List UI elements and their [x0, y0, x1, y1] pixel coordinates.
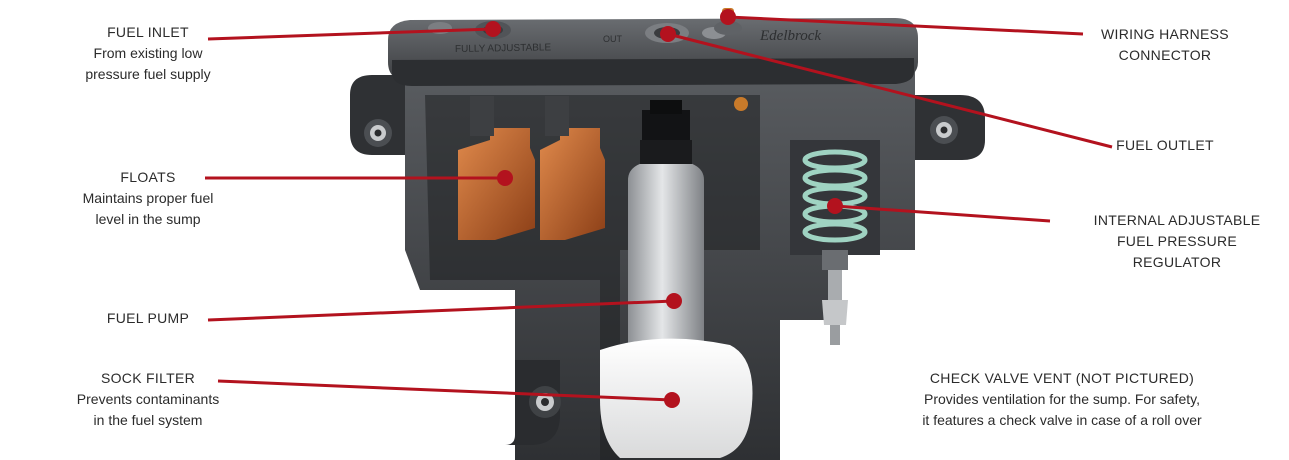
floats-desc-2: level in the sump	[95, 211, 201, 227]
regulator-title-1: INTERNAL ADJUSTABLE	[1093, 212, 1261, 228]
float-left	[458, 96, 535, 240]
callout-dots	[485, 9, 843, 408]
pressure-regulator	[790, 140, 880, 345]
check-valve-desc-1: Provides ventilation for the sump. For s…	[924, 391, 1200, 407]
left-mount-ear	[350, 75, 410, 155]
regulator-title-2: FUEL PRESSURE REGULATOR	[1116, 233, 1238, 270]
fuel-pump-title: FUEL PUMP	[106, 310, 190, 326]
svg-text:FULLY ADJUSTABLE: FULLY ADJUSTABLE	[455, 42, 552, 55]
wiring-harness-title-2: CONNECTOR	[1118, 47, 1212, 63]
fuel-inlet-desc-2: pressure fuel supply	[85, 66, 211, 82]
label-floats: FLOATS Maintains proper fuel level in th…	[50, 167, 246, 230]
fuel-outlet-title: FUEL OUTLET	[1116, 137, 1214, 153]
label-wiring-harness: WIRING HARNESS CONNECTOR	[1085, 24, 1245, 66]
sock-filter-title: SOCK FILTER	[100, 370, 196, 386]
fuel-inlet-desc-1: From existing low	[93, 45, 203, 61]
label-fuel-outlet: FUEL OUTLET	[1105, 135, 1225, 156]
label-fuel-pump: FUEL PUMP	[50, 308, 246, 329]
wiring-harness-title-1: WIRING HARNESS	[1101, 26, 1229, 42]
sock-filter-desc-1: Prevents contaminants	[76, 391, 220, 407]
right-mount-ear	[910, 95, 985, 160]
label-sock-filter: SOCK FILTER Prevents contaminants in the…	[50, 368, 246, 431]
label-regulator: INTERNAL ADJUSTABLE FUEL PRESSURE REGULA…	[1072, 210, 1282, 273]
sock-filter-desc-2: in the fuel system	[93, 412, 203, 428]
fuel-inlet-title: FUEL INLET	[107, 24, 189, 40]
svg-text:Edelbrock: Edelbrock	[759, 28, 821, 44]
label-check-valve: CHECK VALVE VENT (NOT PICTURED) Provides…	[872, 368, 1252, 431]
fuel-pump-body	[628, 100, 704, 370]
floats-desc-1: Maintains proper fuel	[82, 190, 214, 206]
label-fuel-inlet: FUEL INLET From existing low pressure fu…	[50, 22, 246, 85]
floats-title: FLOATS	[120, 169, 176, 185]
float-right	[540, 96, 605, 240]
check-valve-title: CHECK VALVE VENT (NOT PICTURED)	[929, 370, 1195, 386]
svg-text:OUT: OUT	[603, 34, 623, 44]
bottom-mount-ear	[505, 360, 561, 445]
check-valve-desc-2: it features a check valve in case of a r…	[922, 412, 1202, 428]
leader-lines	[205, 15, 1113, 402]
